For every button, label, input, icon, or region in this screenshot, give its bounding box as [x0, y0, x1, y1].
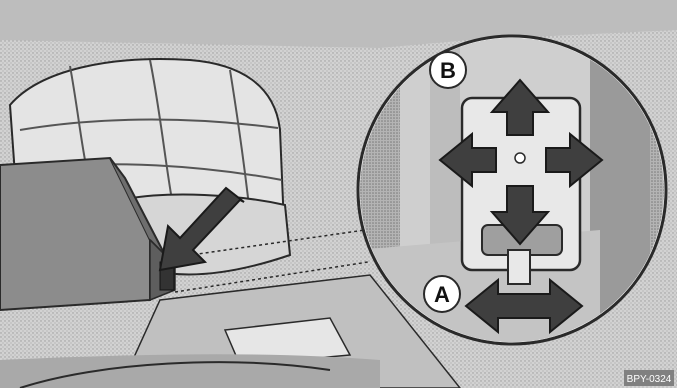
callout-b-label: B [440, 58, 456, 83]
pointer-arrow [158, 186, 245, 272]
arrow-right-icon [545, 131, 604, 189]
guide-line-upper [169, 229, 366, 259]
arrow-left-icon [438, 131, 497, 189]
magnified-inset [356, 34, 668, 346]
callout-a: A [423, 275, 461, 313]
image-code-tag: BPY-0324 [624, 370, 674, 386]
arrow-double-horizontal-icon [464, 277, 584, 335]
image-code-text: BPY-0324 [627, 374, 672, 385]
callout-a-label: A [434, 282, 450, 307]
arrow-down-icon [489, 185, 551, 246]
guide-line-lower [174, 261, 369, 293]
callout-b: B [429, 51, 467, 89]
center-console [0, 274, 461, 388]
arrow-up-icon [489, 78, 551, 136]
lever-slot [507, 249, 531, 285]
control-knob [514, 152, 526, 164]
